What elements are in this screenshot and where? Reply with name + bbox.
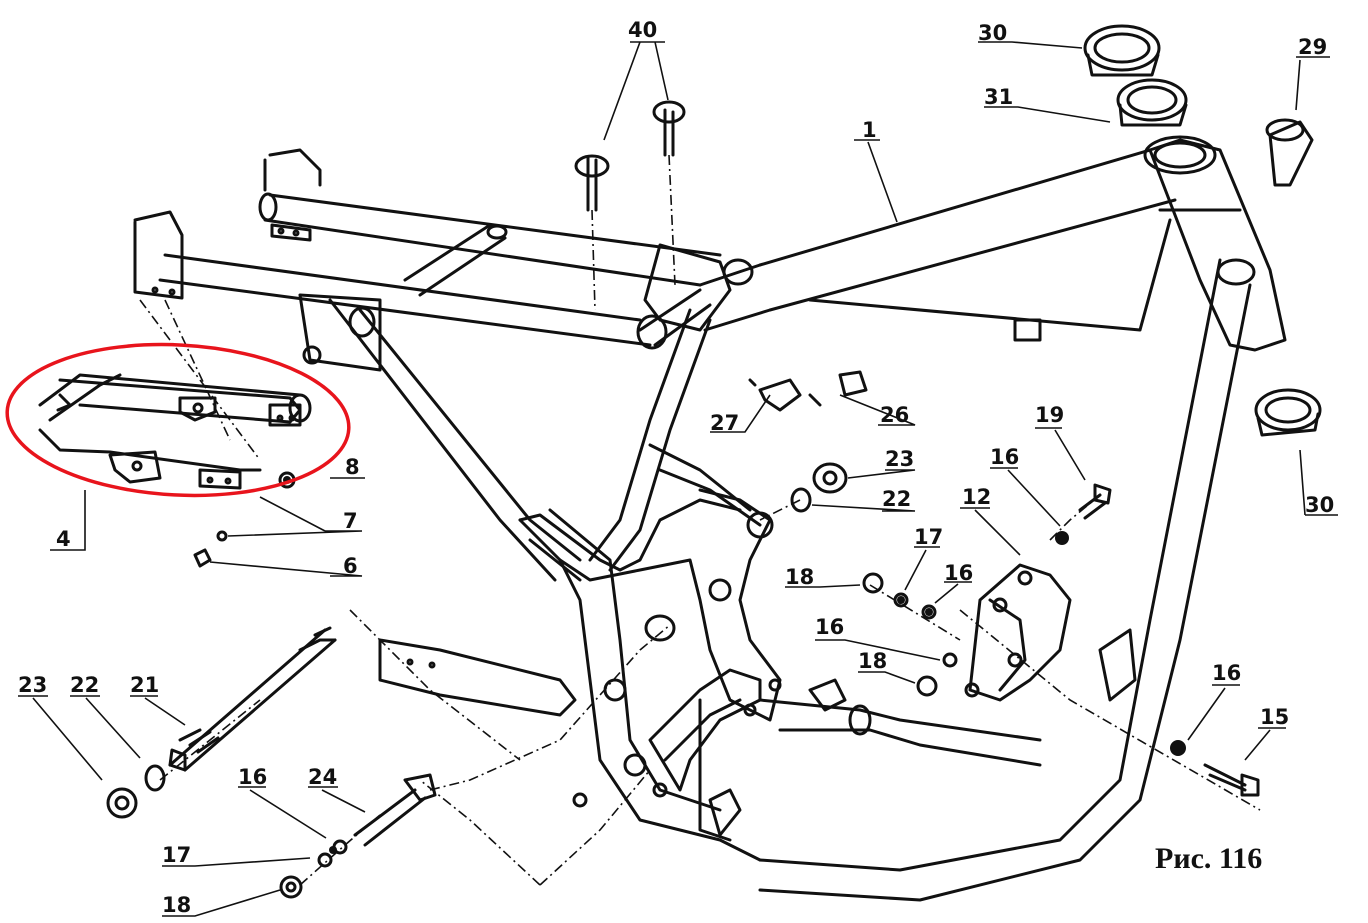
part-7-washer [216, 530, 228, 542]
callout-30-lower: 30 [1305, 493, 1334, 517]
callout-23-lower: 23 [18, 673, 47, 697]
callout-7: 7 [343, 509, 358, 533]
part-4-bracket [38, 373, 312, 490]
callout-17-mid: 17 [914, 525, 943, 549]
callout-1: 1 [862, 118, 877, 142]
callout-16-b: 16 [944, 561, 973, 585]
callout-26: 26 [880, 403, 909, 427]
rear-engine-plate [558, 488, 782, 722]
part-22-washer-lower [144, 764, 166, 792]
callout-8: 8 [345, 455, 360, 479]
part-18-nut-lower [279, 875, 303, 899]
part-12-plate [968, 563, 1072, 702]
callout-15: 15 [1260, 705, 1289, 729]
solid-small-parts [283, 476, 1186, 854]
callout-12: 12 [962, 485, 991, 509]
callout-24: 24 [308, 765, 337, 789]
footrest-bracket [648, 668, 762, 792]
part-23-nut-upper [812, 462, 848, 494]
callout-16-e: 16 [238, 765, 267, 789]
part-27-clip [758, 378, 802, 412]
part-40-bolt-b [663, 108, 675, 157]
callout-19: 19 [1035, 403, 1064, 427]
callout-27: 27 [710, 411, 739, 435]
callout-22-upper: 22 [882, 487, 911, 511]
rear-lower-rail [158, 253, 652, 347]
part-31-race [1116, 78, 1188, 127]
part-24-bolt [353, 788, 427, 847]
callout-16-d: 16 [1212, 661, 1241, 685]
top-tube [758, 148, 1177, 312]
leader-lines [18, 41, 1338, 917]
callout-31: 31 [984, 85, 1013, 109]
callout-16-c: 16 [815, 615, 844, 639]
callout-21: 21 [130, 673, 159, 697]
callout-18-lower-mid: 18 [858, 649, 887, 673]
assembly-lines [139, 154, 1261, 886]
diagonal-tube [328, 298, 582, 582]
part-21-bolt [168, 628, 337, 772]
callout-29: 29 [1298, 35, 1327, 59]
lower-cross-tube [758, 698, 1042, 767]
part-6-screw [193, 548, 212, 568]
part-17-washer-lower [317, 852, 333, 868]
callout-22-lower: 22 [70, 673, 99, 697]
callout-4: 4 [56, 527, 71, 551]
part-30-upper-cup [1083, 24, 1161, 77]
callout-6: 6 [343, 554, 358, 578]
part-18-nut-mid [862, 572, 884, 594]
part-29-cap [1268, 120, 1314, 187]
center-tube [588, 308, 712, 572]
highlight-circle [5, 342, 351, 498]
part-15-bolt [1203, 763, 1247, 792]
figure-caption: Рис. 116 [1155, 842, 1262, 875]
rear-bracket [378, 638, 577, 717]
callout-18-lower: 18 [162, 893, 191, 917]
callout-30-upper: 30 [978, 21, 1007, 45]
part-19-bolt [1078, 493, 1107, 520]
callout-18-mid: 18 [785, 565, 814, 589]
front-down-tube [758, 258, 1252, 902]
frame-drawing [38, 24, 1322, 902]
part-30-lower-cup [1254, 388, 1322, 437]
part-22-washer-upper [790, 487, 812, 513]
callout-40: 40 [628, 18, 657, 42]
callout-labels: 40 30 31 29 1 27 26 23 22 19 16 12 30 8 … [18, 18, 1334, 917]
rear-cross-brace [403, 223, 507, 297]
part-26-clip [838, 370, 868, 397]
callout-16-a: 16 [990, 445, 1019, 469]
part-23-nut-lower [106, 787, 138, 819]
part-40-bolt-a [586, 156, 598, 212]
callout-17-lower: 17 [162, 843, 191, 867]
callout-23-upper: 23 [885, 447, 914, 471]
